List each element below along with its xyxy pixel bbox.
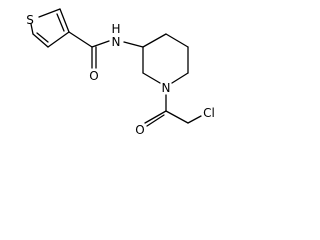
atom-amide-nitrogen-label: N [112,35,121,49]
bond-c5-s [30,23,34,35]
atom-chlorine-label: Cl [203,106,215,120]
piperidine-ring [142,33,189,84]
chloroacetyl-group [144,94,202,127]
bond-c3-c4 [47,31,70,48]
thiophene-ring [30,8,70,48]
bond-p2-p3 [165,33,189,48]
bond-p4-n [171,72,189,84]
atom-sulfur-label: S [26,13,34,27]
bond-ch2-cl [187,115,202,124]
molecule-diagram: S N H O N O Cl [26,8,215,137]
bond-c4-c5-inner [36,32,49,43]
atom-carbonyl-oxygen-1-label: O [89,69,98,83]
bond-acyl-c-ch2 [165,110,189,124]
bond-acyl-c-o [144,110,167,124]
bond-n-ring [123,41,144,48]
bond-carbonyl-n [91,40,110,48]
bond-s-c2 [38,8,61,18]
bond-c4-c5 [32,33,49,48]
bond-n-p6 [142,72,161,84]
bond-c2-c3 [59,8,70,33]
structure-canvas: S N H O N O Cl [0,0,222,149]
bond-c3-carbonyl [68,31,93,48]
atom-amide-hydrogen-label: H [111,22,120,36]
bond-acyl-c-o-double [146,114,165,127]
amide-group [68,31,144,69]
atom-ring-nitrogen-label: N [162,81,171,95]
bond-p1-p2 [142,33,167,48]
bond-c2-c3-inner [56,13,65,32]
atom-carbonyl-oxygen-2-label: O [135,123,144,137]
